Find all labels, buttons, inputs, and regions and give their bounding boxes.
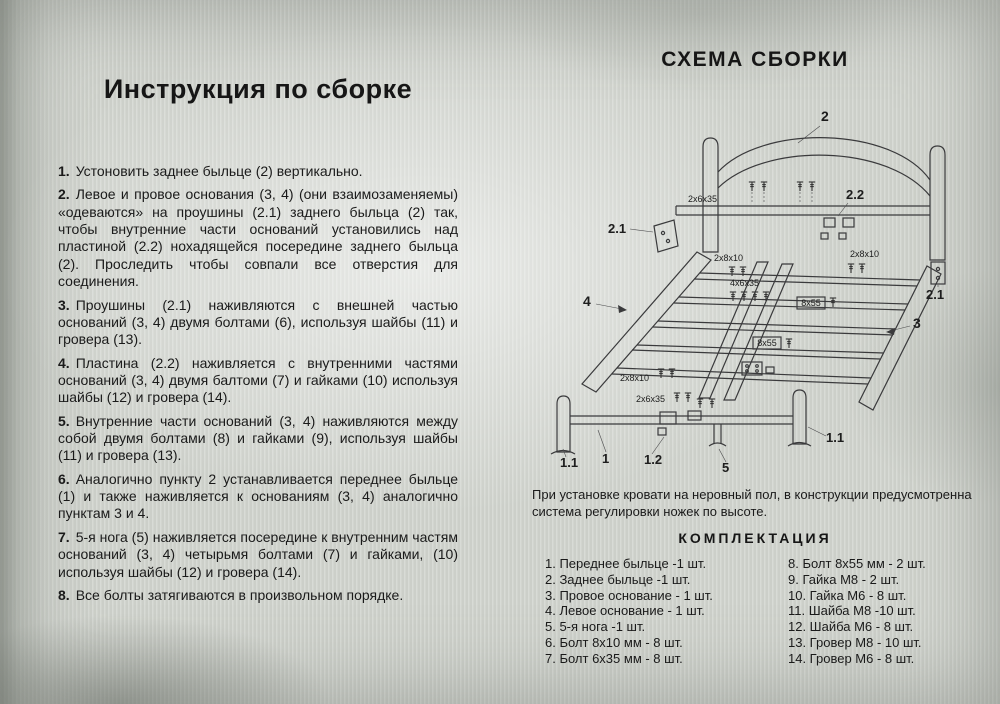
step-number: 3.: [58, 296, 70, 313]
fastener-label: 2x8x10: [850, 249, 879, 259]
fastener-label: 2x8x10: [714, 253, 743, 263]
headboard-arch-outer: [717, 137, 931, 181]
nut-icon: [765, 366, 775, 374]
plate-2-2: [823, 217, 836, 228]
part-item: 6. Болт 8х10 мм - 8 шт.: [545, 634, 683, 650]
front-rail: [550, 389, 812, 455]
side-rail-right: [858, 265, 942, 411]
instructions-column: Инструкция по сборке: [58, 74, 458, 105]
nut-icon: [838, 232, 847, 240]
step-text: Проушины (2.1) наживляются с внешней час…: [58, 296, 458, 348]
callout-2-1-right: 2.1: [926, 287, 944, 302]
part-item: 1. Переднее быльце -1 шт.: [545, 556, 707, 571]
front-leg-right: [792, 389, 807, 445]
part-item: 9. Гайка М8 - 2 шт.: [788, 571, 900, 587]
step-text: Пластина (2.2) наживляется с внутренними…: [58, 354, 458, 406]
step-text: Устоновить заднее быльце (2) вертикально…: [75, 163, 363, 179]
part-item: 8. Болт 8х55 мм - 2 шт.: [788, 556, 926, 571]
plate-2-2: [842, 217, 855, 228]
slats: [611, 272, 921, 385]
step-item: 6.Аналогично пункту 2 устанавливается пе…: [58, 471, 458, 523]
fastener-label: 4x6x35: [730, 278, 759, 288]
part-item: 7. Болт 6х35 мм - 8 шт.: [545, 650, 683, 666]
frame-strip: [653, 205, 946, 285]
headboard-left-post: [702, 137, 719, 253]
fastener-label: 2x6x35: [688, 194, 717, 204]
callout-1: 1: [602, 451, 609, 466]
callout-4: 4: [583, 293, 591, 309]
headboard-arch-inner: [717, 154, 931, 197]
front-leg-left: [556, 395, 571, 453]
step-text: Левое и провое основания (3, 4) (они вза…: [58, 186, 458, 290]
bolt-icons: [657, 181, 866, 409]
step-number: 7.: [58, 528, 70, 545]
part-item: 12. Шайба М6 - 8 шт.: [788, 619, 914, 635]
step-item: 1. Устоновить заднее быльце (2) вертикаль…: [58, 163, 458, 180]
diagram-title: СХЕМА СБОРКИ: [661, 48, 849, 71]
parts-list-left: 1. Переднее быльце -1 шт. 2. Заднее быль…: [545, 556, 783, 667]
callout-2: 2: [821, 108, 829, 124]
part-item: 11. Шайба М8 -10 шт.: [788, 603, 916, 619]
part-item: 13. Гровер М8 - 10 шт.: [788, 634, 922, 650]
callout-1-2: 1.2: [644, 452, 662, 467]
lug-2-1-right: [930, 261, 946, 285]
plate-icon: [687, 410, 702, 421]
callout-5: 5: [722, 460, 729, 475]
callouts: 2 2.2 2.1 2.1 4 3 1.1 1.1 1 1.2 5: [560, 108, 944, 475]
callout-2-2: 2.2: [846, 187, 864, 202]
center-beams: [698, 261, 794, 401]
callout-2-1-left: 2.1: [608, 221, 626, 236]
nut-icon: [657, 427, 667, 436]
step-text: Внутренние части оснований (3, 4) наживл…: [58, 412, 458, 464]
side-rails: [581, 251, 942, 411]
assembly-diagram: 2x6x35 2x8x10 2x8x10 4x6x35 8x55 8x55 2x…: [550, 108, 946, 475]
instructions-title: Инструкция по сборке: [103, 74, 413, 104]
step-number: 8.: [58, 586, 70, 603]
step-item: 2.Левое и провое основания (3, 4) (они в…: [58, 186, 458, 290]
part-item: 14. Гровер М6 - 8 шт.: [788, 650, 915, 666]
step-item: 7.5-я нога (5) наживляется посередине к …: [58, 529, 458, 581]
step-text: Аналогично пункту 2 устанавливается пере…: [58, 470, 458, 522]
fastener-label: 8x55: [757, 338, 777, 348]
side-rail-left: [581, 251, 712, 393]
part-item: 4. Левое основание - 1 шт.: [545, 603, 705, 619]
headboard-shape: [702, 137, 946, 261]
parts-list-right: 8. Болт 8х55 мм - 2 шт. 9. Гайка М8 - 2 …: [788, 556, 990, 667]
instructions-steps: 1. Устоновить заднее быльце (2) вертикаль…: [58, 163, 458, 610]
lug-2-1-left: [653, 219, 679, 253]
step-item: 3.Проушины (2.1) наживляются с внешней ч…: [58, 297, 458, 349]
leveling-note: При установке кровати на неровный пол, в…: [532, 487, 972, 519]
headboard-right-post: [929, 145, 946, 261]
fastener-labels: 2x6x35 2x8x10 2x8x10 4x6x35 8x55 8x55 2x…: [620, 194, 879, 404]
callout-1-1-left: 1.1: [560, 455, 578, 470]
step-number: 4.: [58, 354, 70, 371]
step-text: Все болты затягиваются в произвольном по…: [75, 586, 404, 603]
step-number: 1.: [58, 163, 70, 179]
fifth-leg: [708, 424, 727, 447]
part-item: 5. 5-я нога -1 шт.: [545, 619, 646, 635]
part-item: 10. Гайка М6 - 8 шт.: [788, 587, 907, 603]
step-item: 8. Все болты затягиваются в произвольном …: [58, 587, 458, 604]
nut-icon: [820, 232, 829, 240]
step-item: 4.Пластина (2.2) наживляется с внутренни…: [58, 355, 458, 407]
bracket-1-2: [659, 411, 677, 425]
fastener-label: 8x55: [801, 298, 821, 308]
fastener-label: 2x6x35: [636, 394, 665, 404]
callout-1-1-right: 1.1: [826, 430, 844, 445]
part-item: 2. Заднее быльце -1 шт.: [545, 571, 691, 587]
parts-title: КОМПЛЕКТАЦИЯ: [678, 530, 832, 546]
step-item: 5.Внутренние части оснований (3, 4) нажи…: [58, 413, 458, 465]
step-text: 5-я нога (5) наживляется посередине к вн…: [58, 528, 458, 580]
step-number: 2.: [58, 186, 70, 203]
step-number: 5.: [58, 412, 70, 429]
step-number: 6.: [58, 470, 70, 487]
callout-3: 3: [913, 315, 921, 331]
center-plate: [741, 361, 775, 376]
part-item: 3. Провое основание - 1 шт.: [545, 587, 713, 603]
fastener-label: 2x8x10: [620, 373, 649, 383]
